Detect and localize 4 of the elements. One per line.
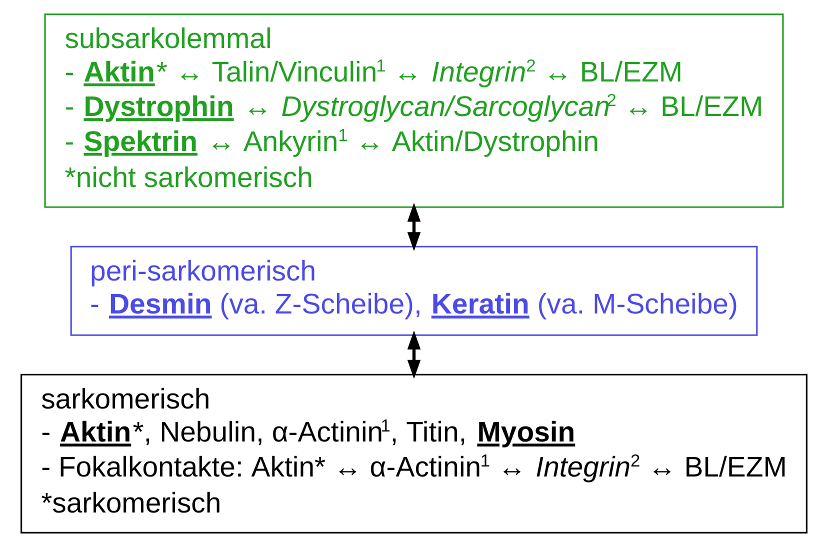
node-box: sarkomerisch - Aktin*, Nebulin, α-Actinin$^{1}$, Titin, Myosin - Fokalkontakte: Aktin* ↔ α-Actinin$^{1}$ ↔ Integrin$^{2}$ ↔ BL/EZM *sarkomerisch <box>20 374 808 534</box>
node-box: peri-sarkomerisch - Desmin (va. Z-Scheibe), Keratin (va. M-Scheibe) <box>70 246 758 336</box>
arrow <box>407 202 421 252</box>
arrow <box>407 330 421 379</box>
